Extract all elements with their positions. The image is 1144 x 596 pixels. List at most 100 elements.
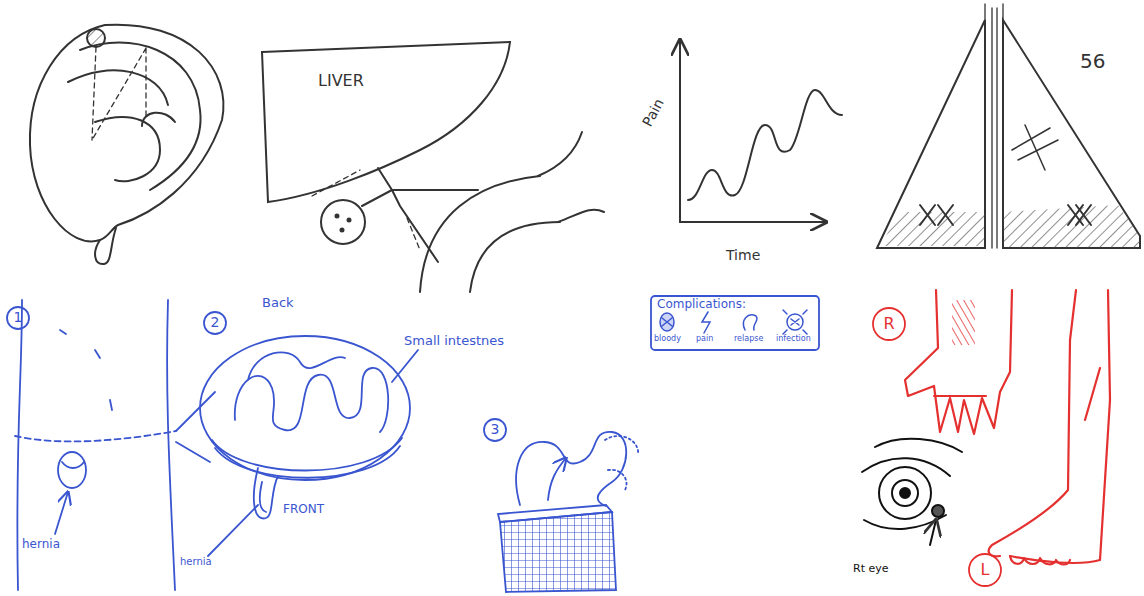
callout-number: 3 [483,418,507,442]
ear-drawing [68,70,168,105]
feet-drawing [905,290,1012,434]
circled-label: 3 [491,422,500,437]
liver-drawing [321,200,365,244]
box-text: Complications: [657,298,746,311]
liver-drawing [420,176,540,292]
feet-drawing [1085,368,1100,420]
lungs-drawing [1012,125,1058,170]
circle-outline [969,554,1001,586]
hernia-body-sketch [15,300,215,590]
mesh-repair-sketch [498,432,638,592]
ear-drawing [30,25,224,242]
intestine-cross-section [200,336,418,556]
liver-drawing [348,219,351,222]
intestine-cross-section [260,482,266,512]
hernia-body-sketch [58,452,86,488]
lungs-drawing [1003,205,1140,248]
liver-drawing [262,42,604,292]
circle-outline [873,308,905,340]
liver-drawing [262,42,510,202]
sketch-label: hernia [180,556,212,567]
ear-drawing [92,47,146,140]
feet-drawing [1010,290,1110,563]
liver-drawing [336,215,339,218]
mesh-repair-sketch [498,505,612,522]
liver-drawing [558,210,604,222]
feet-drawing [952,300,975,345]
lungs-drawing [985,4,1003,248]
eye-drawing [862,439,962,545]
circled-label: 2 [211,315,220,330]
liver-drawing [470,222,560,292]
sketch-label: Time [726,248,760,263]
side-marker: R [872,307,906,341]
complication-icons [743,315,757,330]
sketch-label: LIVER [318,72,364,90]
complication-icons [660,310,807,334]
sketch-label: Pain [640,96,667,129]
lungs-drawing [877,20,985,248]
pain-graph [688,90,842,200]
lungs-drawing [880,212,985,246]
box-text: relapse [734,335,763,344]
lungs-drawing [920,205,953,225]
feet-drawing [989,290,1076,556]
hernia-body-sketch [167,300,175,590]
pain-graph [679,40,681,222]
ear-drawing [142,113,175,126]
hernia-body-sketch [15,431,176,441]
liver-drawing [312,170,420,250]
circled-label: R [883,315,894,333]
complication-icons [662,318,672,326]
hernia-body-sketch [17,300,22,590]
liver-drawing [538,132,582,176]
circle-outline [7,307,29,329]
mesh-repair-sketch [548,458,566,500]
eye-drawing [930,520,936,545]
pain-graph [680,221,826,223]
sketch-label: 56 [1080,50,1105,72]
ear-drawing [30,25,224,264]
feet-drawing [1010,556,1070,565]
lungs-drawing [1003,20,1140,248]
complication-icons [660,313,674,331]
sketch-label: hernia [22,538,60,551]
liver-drawing [362,190,392,206]
mesh-repair-sketch [605,436,638,490]
sketch-label: FRONT [283,503,324,516]
eye-drawing [879,467,931,519]
intestine-cross-section [208,505,258,556]
lungs-drawing [1068,205,1091,225]
liver-drawing [378,168,478,262]
eye-drawing [932,505,944,517]
circled-label: L [981,561,990,579]
sketch-label: Back [262,296,294,310]
ear-drawing [95,117,160,181]
circled-label: 1 [14,310,23,325]
callout-number: 1 [6,306,30,330]
eye-drawing [900,488,910,498]
ear-drawing [80,43,201,191]
sketch-label: Rt eye [853,563,889,575]
box-text: bloody [654,335,681,344]
box-text: pain [696,335,713,344]
intestine-cross-section [200,336,410,480]
pain-graph [680,40,842,222]
hernia-body-sketch [60,330,112,468]
circle-outline [484,419,506,441]
sketch-label: Small intestnes [404,334,504,348]
intestine-cross-section [235,352,388,432]
complication-icons [702,312,710,333]
lungs-drawing [877,4,1140,248]
box-outline [651,296,819,350]
circle-outline [204,312,226,334]
liver-drawing [341,229,344,232]
intestine-cross-section [392,350,418,382]
intestine-cross-section [215,446,400,478]
ear-drawing [95,228,116,264]
intestine-cross-section [254,468,278,518]
side-marker: L [968,553,1002,587]
ear-drawing [87,29,105,47]
